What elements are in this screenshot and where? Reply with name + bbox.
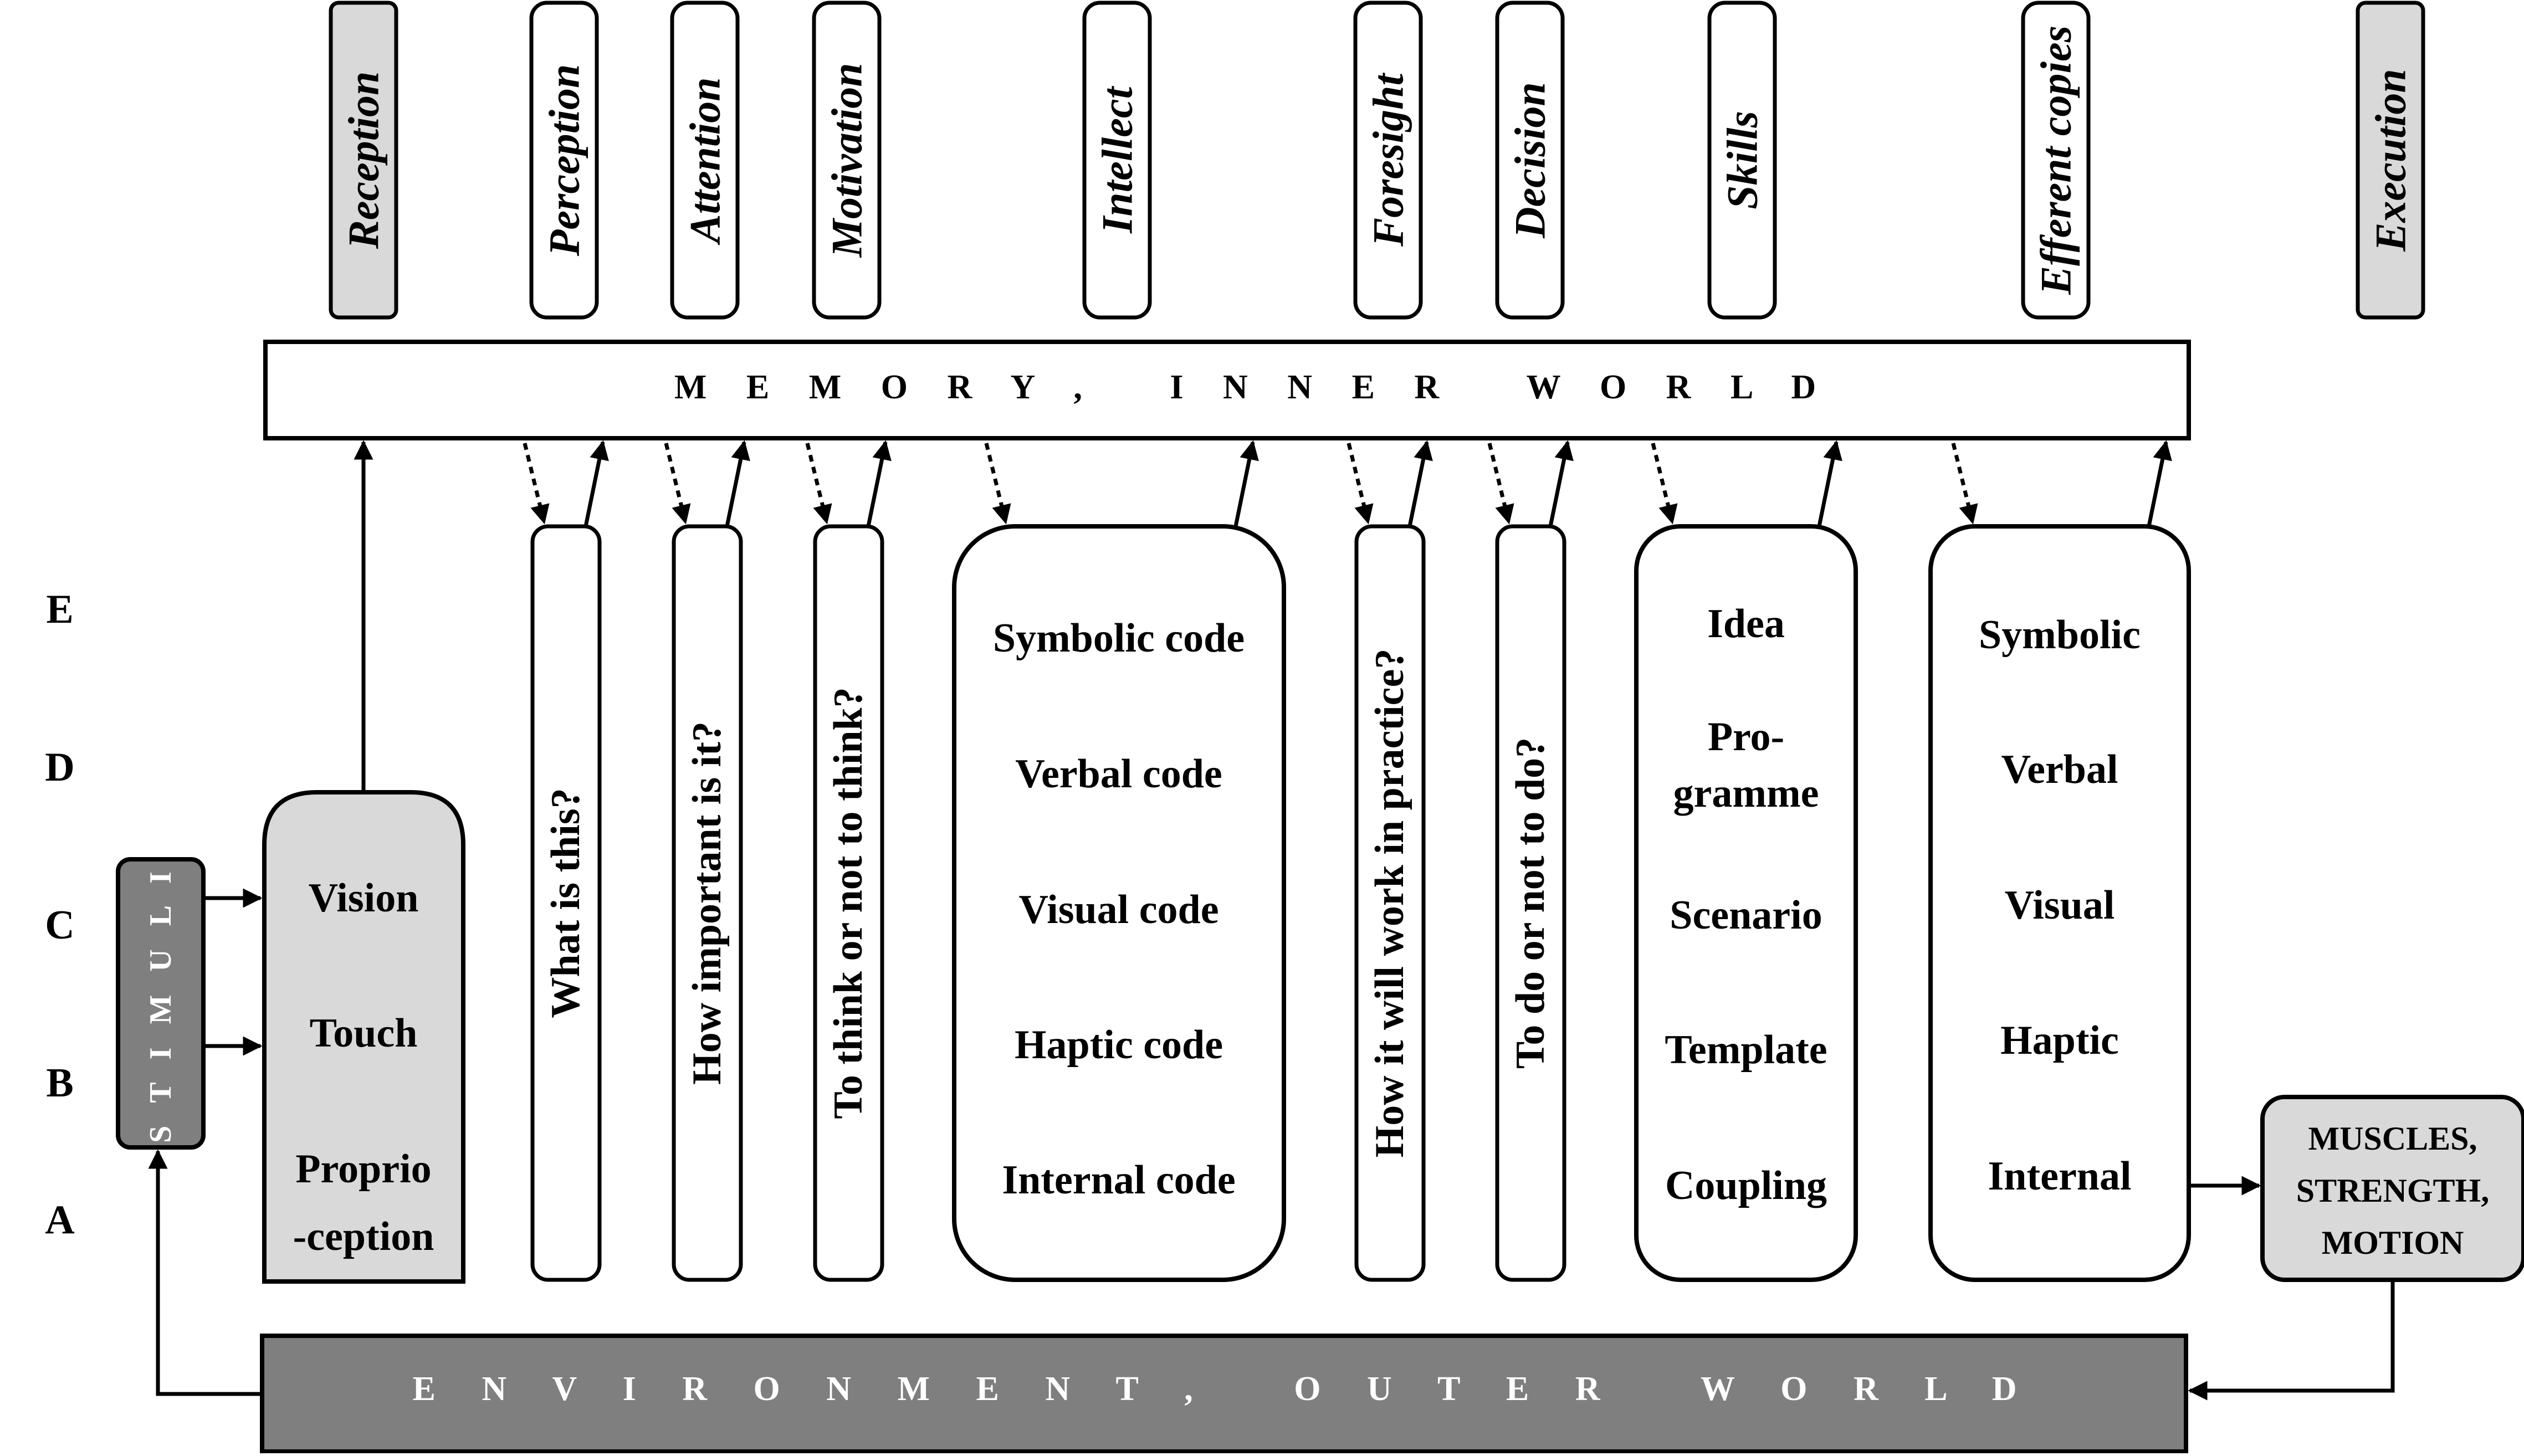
efferent-item-symbolic: Symbolic [1979, 612, 2141, 658]
execution-item-motion: MOTION [2322, 1224, 2464, 1261]
reception-item-touch: Touch [310, 1011, 418, 1056]
skills-item-gramme: gramme [1673, 771, 1819, 816]
question-how-important: How important is it? [684, 721, 730, 1085]
intellect-tab [1082, 1, 1152, 320]
memory-label: M E M O R Y , I N N E R W O R L D [674, 368, 1831, 406]
environment-bar [260, 1334, 2188, 1454]
intellect-box [952, 524, 1286, 1282]
perception-label: Perception [540, 64, 588, 257]
dotted-memory-skills [1651, 443, 1678, 525]
perception-tab [529, 1, 599, 320]
efferent-copies-tab [2021, 1, 2091, 320]
arrow-execution-environment [2188, 1280, 2395, 1401]
arrow-skills-memory [1817, 440, 1842, 527]
dotted-memory-motivation [805, 443, 832, 525]
intellect-code-haptic: Haptic code [1015, 1022, 1223, 1068]
reception-item-ception: -ception [293, 1214, 434, 1259]
arrow-decision-memory [1548, 440, 1574, 527]
arrow-efferent-memory [2147, 440, 2172, 527]
efferent-item-internal: Internal [1988, 1153, 2132, 1199]
stimuli-box [116, 857, 206, 1150]
attention-label: Attention [681, 77, 729, 245]
dotted-memory-intellect [984, 443, 1011, 525]
question-to-think: To think or not to think? [826, 687, 871, 1119]
dotted-memory-attention [664, 443, 691, 525]
arrow-perception-memory [583, 440, 609, 527]
reception-tab [329, 1, 398, 320]
intellect-code-internal: Internal code [1002, 1157, 1235, 1203]
foresight-column [1354, 524, 1426, 1282]
efferent-copies-box [1928, 524, 2191, 1282]
skills-box [1634, 524, 1858, 1282]
execution-item-strength: STRENGTH, [2296, 1172, 2489, 1209]
arrow-foresight-memory [1407, 440, 1433, 527]
attention-tab [670, 1, 740, 320]
level-d: D [45, 745, 74, 790]
skills-item-coupling: Coupling [1665, 1163, 1827, 1208]
level-c: C [45, 903, 74, 948]
motivation-label: Motivation [823, 63, 871, 258]
connectors [148, 440, 2395, 1401]
reception-item-vision: Vision [309, 875, 419, 921]
arrow-environment-stimuli [148, 1149, 262, 1396]
execution-item-muscles: MUSCLES, [2308, 1120, 2477, 1157]
level-a: A [45, 1197, 74, 1243]
stimuli-label: S T I M U L I [144, 864, 178, 1143]
execution-tab [2356, 1, 2425, 320]
motivation-tab [812, 1, 882, 320]
decision-tab [1495, 1, 1565, 320]
foresight-tab [1353, 1, 1423, 320]
question-what-is-this: What is this? [543, 788, 588, 1018]
top-label-row: Reception Perception Attention Motivatio… [329, 1, 2425, 320]
dotted-memory-foresight [1347, 443, 1374, 525]
skills-item-scenario: Scenario [1670, 893, 1822, 938]
efferent-item-visual: Visual [2005, 883, 2115, 928]
reception-item-proprio: Proprio [295, 1146, 431, 1192]
skills-item-idea: Idea [1707, 601, 1785, 647]
execution-label: Execution [2367, 69, 2415, 252]
skills-label: Skills [1718, 111, 1767, 209]
dotted-memory-perception [523, 443, 550, 525]
foresight-label: Foresight [1364, 73, 1412, 247]
efferent-item-haptic: Haptic [2000, 1018, 2119, 1063]
intellect-code-symbolic: Symbolic code [993, 616, 1245, 661]
intellect-label: Intellect [1093, 86, 1141, 234]
motivation-column [813, 524, 884, 1282]
level-b: B [46, 1060, 73, 1106]
skills-tab [1707, 1, 1777, 320]
dotted-memory-decision [1487, 443, 1514, 525]
level-e: E [46, 587, 73, 632]
question-how-it-will-work: How it will work in practice? [1367, 649, 1412, 1158]
efferent-copies-label: Efferent copies [2032, 25, 2080, 295]
decision-column [1495, 524, 1566, 1282]
level-scale: E D C B A [45, 587, 74, 1243]
intellect-code-visual: Visual code [1018, 887, 1219, 932]
intellect-code-verbal: Verbal code [1015, 751, 1222, 797]
reception-box [262, 790, 465, 1284]
arrow-motivation-memory [866, 440, 892, 527]
arrow-attention-memory [725, 440, 750, 527]
skills-item-pro: Pro- [1708, 714, 1784, 760]
arrow-intellect-memory [1233, 440, 1259, 527]
question-columns: What is this? How important is it? To th… [530, 524, 1566, 1282]
efferent-item-verbal: Verbal [2001, 747, 2118, 792]
decision-label: Decision [1506, 82, 1554, 239]
question-to-do: To do or not to do? [1508, 737, 1553, 1069]
attention-column [672, 524, 743, 1282]
skills-item-template: Template [1665, 1027, 1827, 1073]
dotted-memory-efferent [1951, 443, 1978, 525]
reception-label: Reception [340, 71, 388, 250]
perception-column [530, 524, 602, 1282]
memory-bar [263, 340, 2191, 440]
environment-label: E N V I R O N M E N T , O U T E R W O R … [412, 1370, 2035, 1408]
